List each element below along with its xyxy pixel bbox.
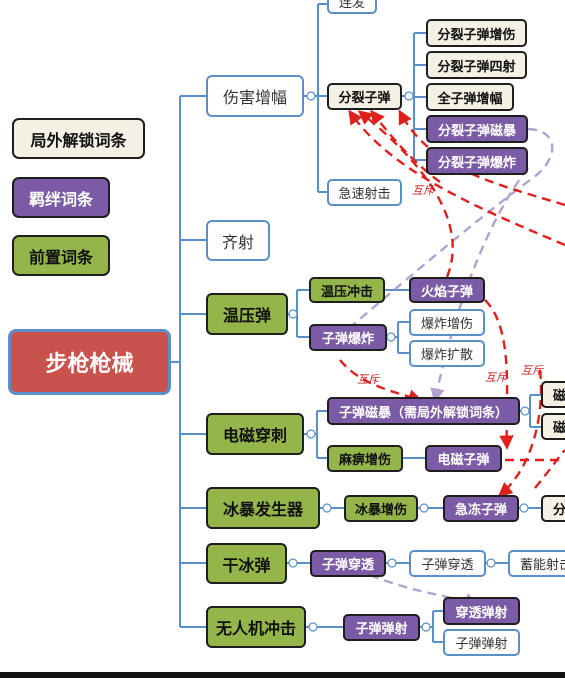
node-em-bullet[interactable]: 电磁子弹 xyxy=(425,445,502,472)
node-bullet-magstorm[interactable]: 子弹磁暴（需局外解锁词条） xyxy=(327,397,520,425)
node-split-bullet-magstorm[interactable]: 分裂子弹磁暴 xyxy=(426,115,528,143)
mutex-note: 互斥 xyxy=(485,371,507,384)
node-offscreen-mag-1[interactable]: 磁 xyxy=(541,381,565,408)
branch-em-pierce[interactable]: 电磁穿刺 xyxy=(206,413,304,455)
node-ricochet-child[interactable]: 子弹弹射 xyxy=(443,629,520,656)
node-split-bullet-scatter[interactable]: 分裂子弹四射 xyxy=(426,51,527,79)
node-split-bullet-explosion[interactable]: 分裂子弹爆炸 xyxy=(426,147,528,175)
branch-volley[interactable]: 齐射 xyxy=(206,220,270,261)
legend-unlock-entry: 局外解锁词条 xyxy=(12,118,145,159)
branch-dry-ice[interactable]: 干冰弹 xyxy=(206,543,287,584)
branch-drone-strike[interactable]: 无人机冲击 xyxy=(206,606,306,648)
mutex-lines xyxy=(339,109,565,497)
node-offscreen-frost[interactable]: 分 xyxy=(541,495,565,522)
node-bullet-ricochet[interactable]: 子弹弹射 xyxy=(343,614,420,641)
node-explosion-damage[interactable]: 爆炸增伤 xyxy=(409,309,485,336)
node-bullet-penetrate[interactable]: 子弹穿透 xyxy=(310,550,386,577)
node-all-bullet-boost[interactable]: 全子弹增幅 xyxy=(426,83,514,111)
legend-prereq-entry: 前置词条 xyxy=(12,235,110,276)
collapse-toggles xyxy=(288,91,530,632)
mutex-note: 互斥 xyxy=(521,364,543,377)
node-offscreen-mag-2[interactable]: 磁 xyxy=(541,413,565,440)
node-thermo-impact[interactable]: 温压冲击 xyxy=(309,277,385,303)
node-paralyze-damage[interactable]: 麻痹增伤 xyxy=(327,445,403,472)
mutex-note: 互斥 xyxy=(357,373,379,386)
window-bottom-edge xyxy=(0,672,565,678)
node-frost-damage[interactable]: 冰暴增伤 xyxy=(344,495,418,522)
node-bullet-penetrate-child[interactable]: 子弹穿透 xyxy=(409,550,486,577)
branch-frost-generator[interactable]: 冰暴发生器 xyxy=(206,487,320,529)
tree-connectors xyxy=(170,3,541,643)
mutex-note: 互斥 xyxy=(412,184,434,197)
node-charge-shot[interactable]: 蓄能射击 xyxy=(508,550,565,577)
legend-bond-entry: 羁绊词条 xyxy=(12,177,110,218)
node-fire-bullet[interactable]: 火焰子弹 xyxy=(409,277,485,303)
node-burst-fire[interactable]: 连发 xyxy=(327,0,377,14)
node-explosion-spread[interactable]: 爆炸扩散 xyxy=(409,340,485,367)
node-bullet-explosion[interactable]: 子弹爆炸 xyxy=(309,324,387,351)
root-node[interactable]: 步枪枪械 xyxy=(8,329,171,395)
node-freeze-bullet[interactable]: 急冻子弹 xyxy=(443,495,519,522)
branch-thermobaric[interactable]: 温压弹 xyxy=(206,293,288,335)
node-rapid-fire[interactable]: 急速射击 xyxy=(327,179,402,206)
branch-damage-boost[interactable]: 伤害增幅 xyxy=(206,75,304,117)
node-split-bullet[interactable]: 分裂子弹 xyxy=(327,83,402,110)
node-pierce-ricochet[interactable]: 穿透弹射 xyxy=(443,597,520,625)
node-split-bullet-damage[interactable]: 分裂子弹增伤 xyxy=(426,19,527,47)
